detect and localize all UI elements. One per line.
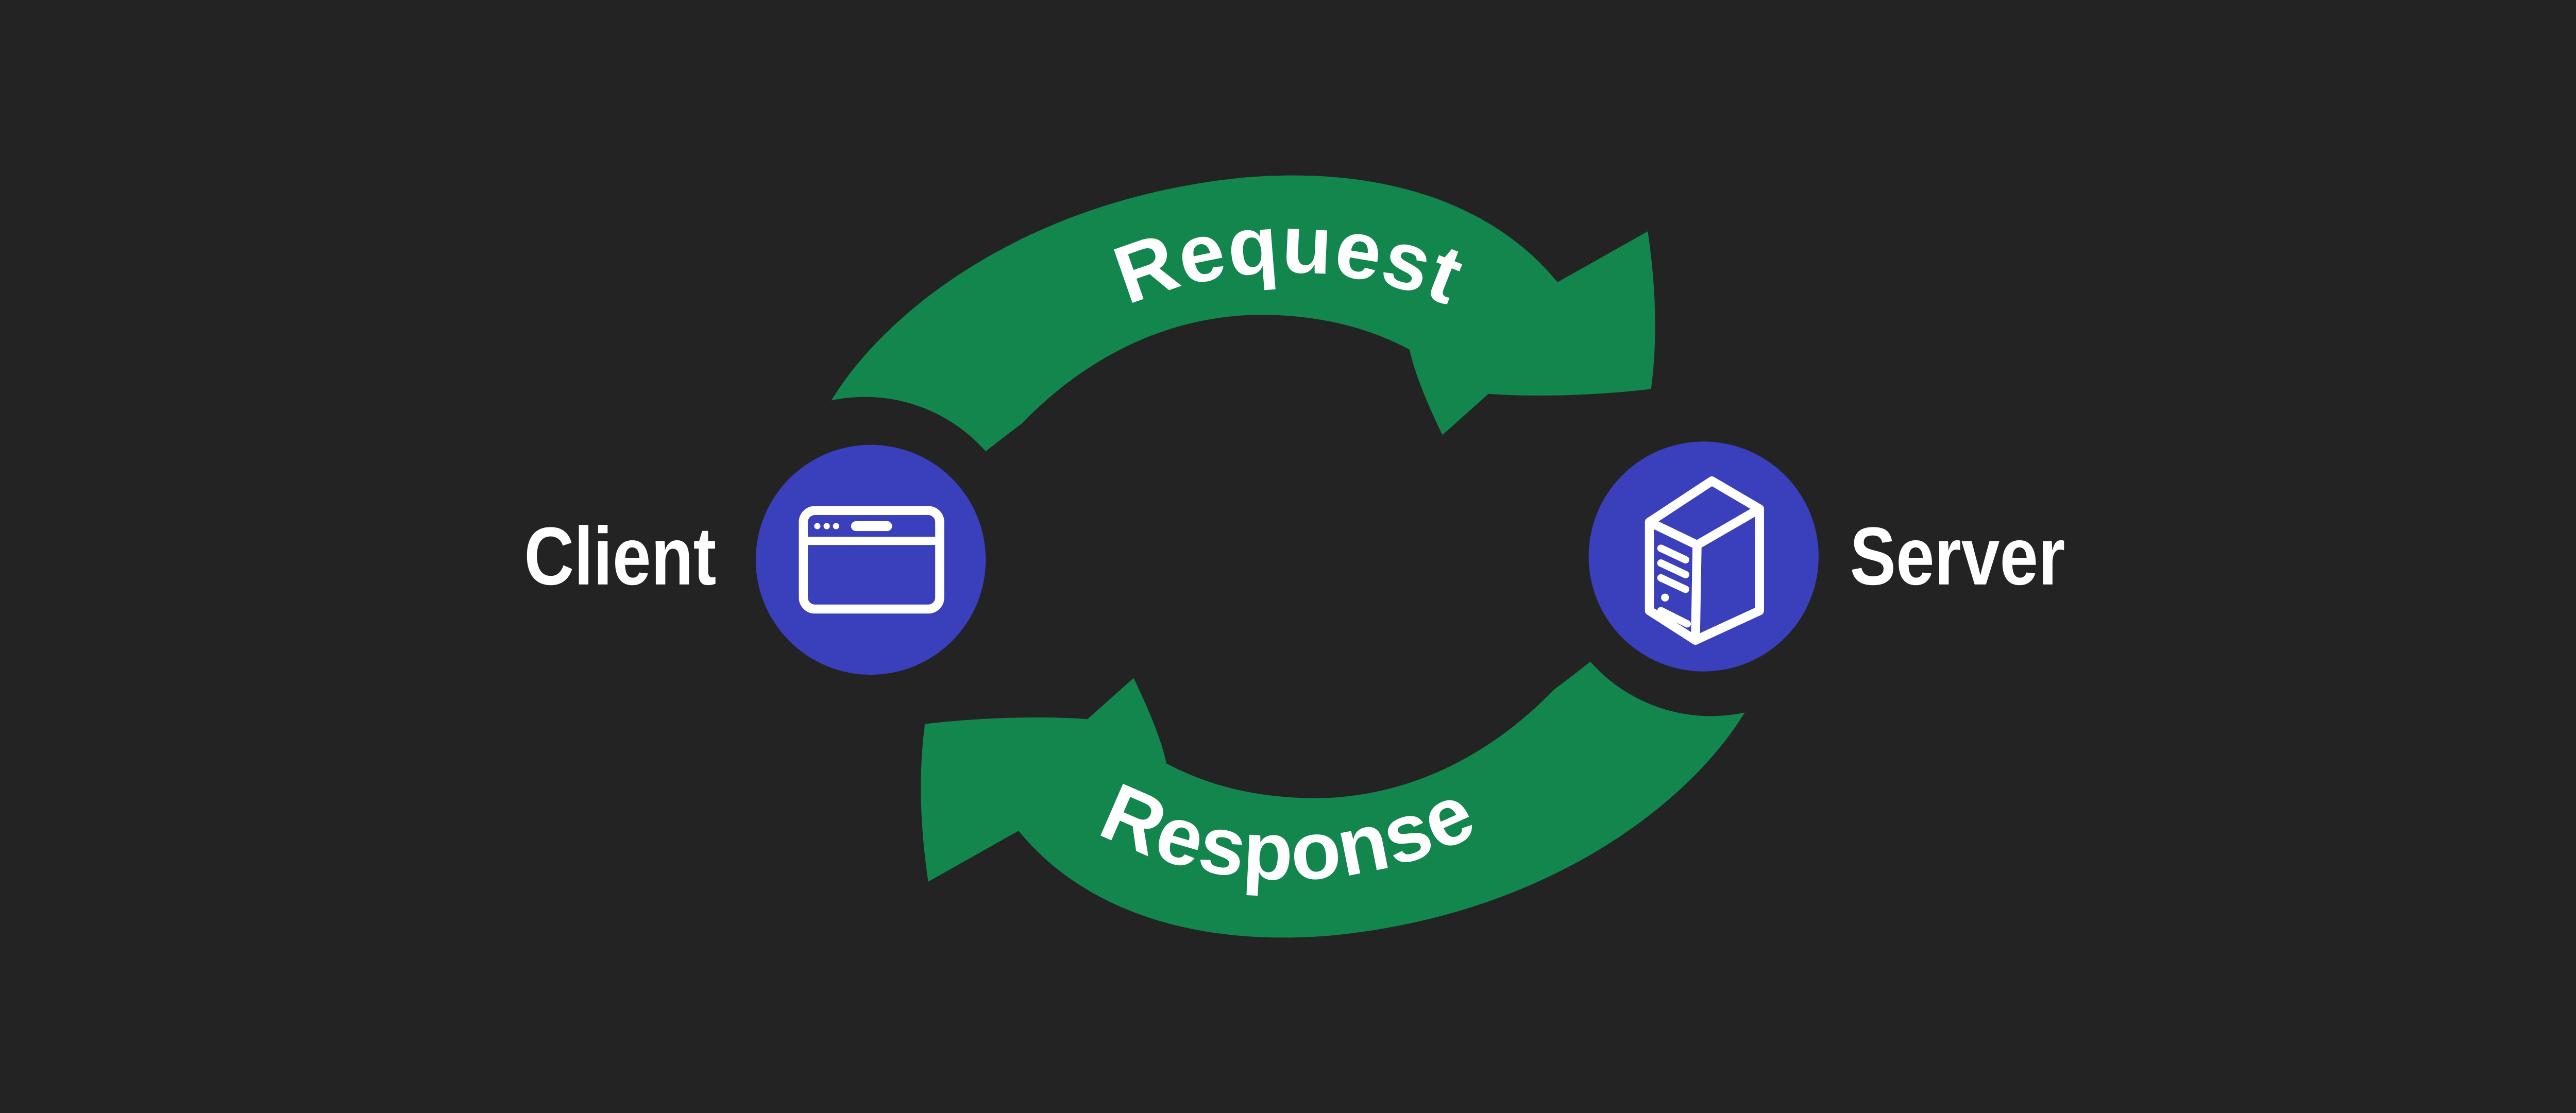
- browser-dot: [814, 523, 821, 529]
- server-power-led: [1661, 593, 1669, 602]
- server-case-edges: [1645, 504, 1764, 645]
- client-label: Client: [524, 510, 716, 602]
- response-arrow: [921, 661, 1745, 938]
- browser-dot: [823, 523, 830, 529]
- server-label: Server: [1850, 510, 2065, 602]
- request-arrow: [831, 175, 1655, 452]
- browser-dot: [833, 523, 839, 529]
- browser-window-icon: [799, 506, 944, 614]
- server-tower-icon: [1645, 476, 1764, 645]
- client-node: [755, 444, 986, 675]
- browser-frame: [799, 506, 944, 614]
- server-vents: [1657, 544, 1691, 628]
- server-case-outline: [1645, 476, 1764, 645]
